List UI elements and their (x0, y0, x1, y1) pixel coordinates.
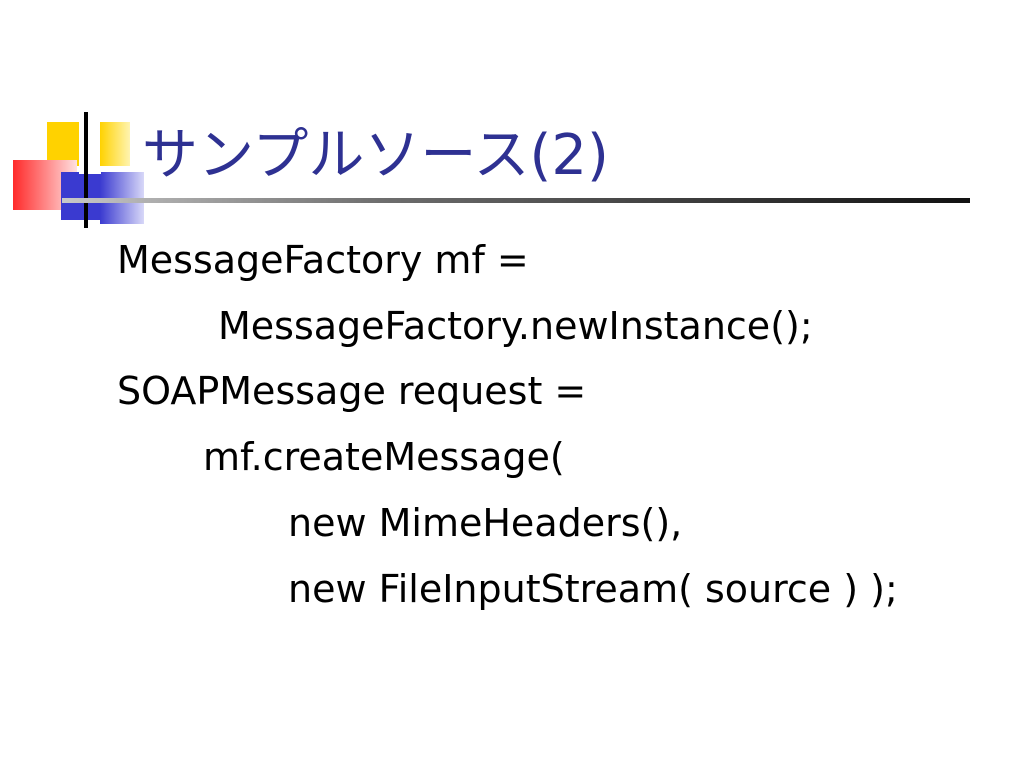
blue-square (61, 172, 103, 220)
yellow-gradient-square (100, 122, 130, 166)
code-line: mf.createMessage( (203, 435, 565, 479)
code-line: SOAPMessage request = (117, 369, 587, 413)
title-underline (62, 198, 970, 203)
vertical-line (84, 112, 88, 228)
code-line: MessageFactory mf = (117, 238, 529, 282)
slide-title: サンプルソース(2) (142, 123, 609, 188)
code-line: new MimeHeaders(), (288, 501, 683, 545)
code-line: new FileInputStream( source ) ); (288, 567, 898, 611)
yellow-square (47, 122, 79, 166)
white-gap (79, 166, 101, 174)
code-line: MessageFactory.newInstance(); (218, 304, 813, 348)
decorative-squares-logo (0, 0, 160, 240)
